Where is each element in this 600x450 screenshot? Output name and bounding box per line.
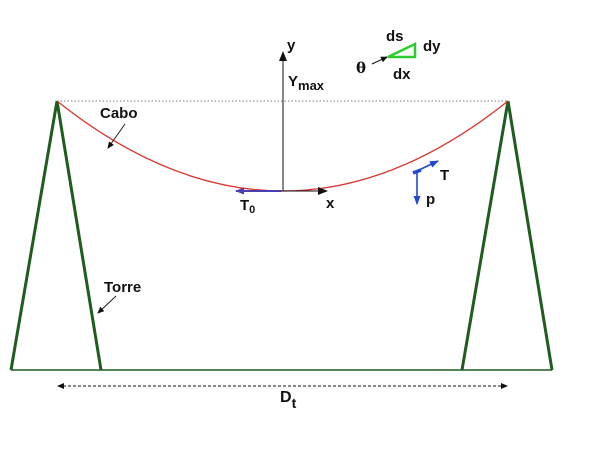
weight-label: p <box>426 191 435 208</box>
cable-pointer-arrow <box>107 123 126 149</box>
cable-label: Cabo <box>100 105 138 122</box>
tower-pointer-arrow <box>97 295 117 314</box>
differential-triangle <box>387 42 417 59</box>
left-tower <box>9 100 103 371</box>
dx-label: dx <box>393 66 411 83</box>
dy-label: dy <box>423 38 441 55</box>
tower-label: Torre <box>104 279 141 296</box>
x-axis-label: x <box>326 195 335 212</box>
y-axis-label: y <box>287 37 296 54</box>
y-max-label: Ymax <box>288 73 325 93</box>
tension-vector <box>418 160 439 171</box>
theta-label: θ <box>356 59 366 77</box>
tension-label: T <box>440 167 449 184</box>
t0-label: T0 <box>240 197 255 216</box>
right-tower <box>460 100 554 371</box>
span-label: Dt <box>280 389 297 411</box>
theta-pointer-arrow <box>371 56 388 65</box>
ds-label: ds <box>386 28 404 45</box>
